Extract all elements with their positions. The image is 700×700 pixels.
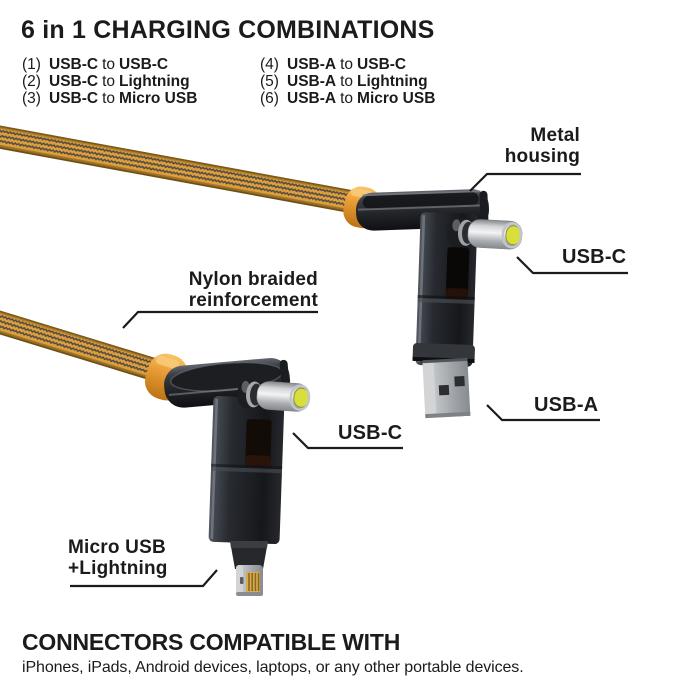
- combo-number: (6): [260, 90, 279, 107]
- leader-usb-c-top: [516, 256, 628, 275]
- label-metal-housing: Metal housing: [504, 125, 580, 167]
- braided-cable-top: [0, 124, 371, 217]
- label-usb-c-top: USB-C: [562, 246, 627, 268]
- combo-number: (2): [22, 73, 41, 90]
- leader-nylon-braided: [122, 310, 318, 329]
- combo-number: (5): [260, 73, 279, 90]
- leader-usb-a: [486, 404, 600, 422]
- connector-assembly-bottom: [144, 353, 311, 596]
- combo-number: (4): [260, 56, 279, 73]
- usb-a-plug: [422, 357, 471, 419]
- connector-assembly-top: [343, 186, 523, 419]
- combo-number: (1): [22, 56, 41, 73]
- leader-lines: [70, 172, 628, 588]
- footer-subtext: iPhones, iPads, Android devices, laptops…: [22, 659, 524, 676]
- usb-c-plug-bottom: [237, 379, 311, 412]
- leader-micro-lightning: [70, 569, 218, 588]
- swivel-body-top: [412, 212, 478, 367]
- label-micro-usb-lightning: Micro USB +Lightning: [68, 537, 168, 579]
- label-usb-a: USB-A: [534, 394, 599, 416]
- combo-number: (3): [22, 90, 41, 107]
- label-usb-c-bottom: USB-C: [338, 422, 403, 444]
- swivel-body-bottom: [208, 395, 285, 545]
- leader-metal-housing: [469, 172, 581, 192]
- lightning-plug: [230, 541, 268, 596]
- braided-cable-bottom: [0, 308, 169, 385]
- label-nylon-braided: Nylon braided reinforcement: [188, 269, 318, 311]
- leader-usb-c-bottom: [292, 432, 403, 450]
- page-title: 6 in 1 CHARGING COMBINATIONS: [21, 16, 435, 44]
- footer-heading: CONNECTORS COMPATIBLE WITH: [22, 629, 401, 655]
- usb-c-plug-top: [447, 217, 523, 250]
